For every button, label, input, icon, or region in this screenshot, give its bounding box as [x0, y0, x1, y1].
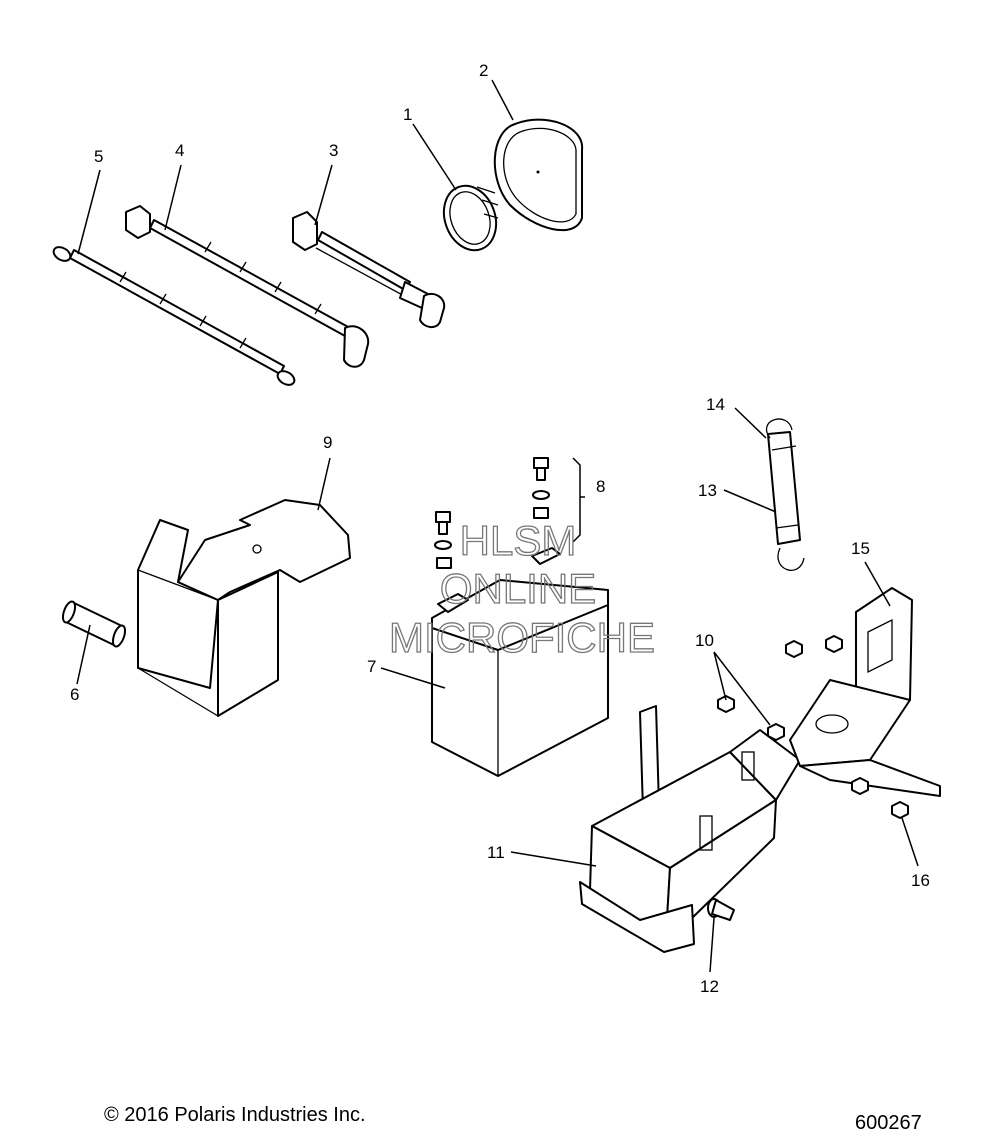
leader-lines	[76, 79, 919, 973]
callout-4: 4	[175, 141, 184, 160]
part-9-battery-cover	[137, 499, 351, 717]
figure-number: 600267	[855, 1112, 922, 1134]
callout-12: 12	[700, 977, 719, 996]
callout-7: 7	[367, 657, 376, 676]
callout-2: 2	[479, 61, 488, 80]
watermark: HLSM ONLINE MICROFICHE	[388, 516, 655, 661]
part-1-clamp	[442, 184, 499, 252]
part-11-battery-tray	[579, 705, 801, 953]
callout-3: 3	[329, 141, 338, 160]
callouts: 1 2 3 4 5 6 7 8 9 10 11 12 13 14 15 16	[70, 61, 930, 996]
callout-11: 11	[487, 843, 505, 862]
part-7-battery	[431, 547, 609, 777]
callout-16: 16	[911, 871, 930, 890]
callout-1: 1	[403, 105, 412, 124]
callout-10: 10	[695, 631, 714, 650]
callout-5: 5	[94, 147, 103, 166]
callout-6: 6	[70, 685, 79, 704]
part-16-bolts	[785, 635, 909, 819]
part-6-sleeve	[61, 600, 127, 648]
part-12-stud	[707, 898, 735, 921]
part-8-hardware	[434, 457, 585, 569]
part-2-strap	[493, 118, 584, 232]
callout-14: 14	[706, 395, 725, 414]
watermark-line-1: HLSM	[460, 517, 577, 564]
watermark-line-3: MICROFICHE	[389, 614, 655, 661]
callout-8: 8	[596, 477, 605, 496]
callout-9: 9	[323, 433, 332, 452]
callout-13: 13	[698, 481, 717, 500]
part-15-bracket	[789, 587, 941, 797]
part-13-14-strap	[766, 418, 805, 571]
copyright-text: © 2016 Polaris Industries Inc.	[104, 1104, 366, 1126]
part-3-cable	[292, 211, 446, 328]
watermark-line-2: ONLINE	[440, 565, 596, 612]
part-4-cable	[125, 205, 370, 368]
part-10-nuts	[717, 695, 785, 741]
callout-15: 15	[851, 539, 870, 558]
part-5-cable	[52, 246, 296, 386]
